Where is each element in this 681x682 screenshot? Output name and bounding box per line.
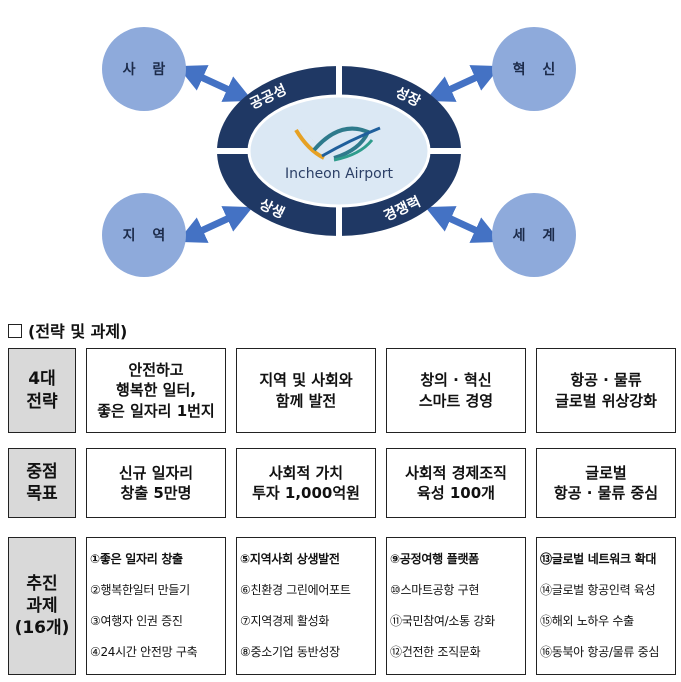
task-cell: ⑬글로벌 네트워크 확대 ⑭글로벌 항공인력 육성 ⑮해외 노하우 수출 ⑯동북… [536, 537, 676, 675]
strategies-header: 4대 전략 [8, 348, 76, 433]
center-logo-text: Incheon Airport [285, 166, 394, 182]
task-item: ⑦지역경제 활성화 [240, 614, 330, 629]
task-item: ⑥친환경 그린에어포트 [240, 583, 351, 598]
task-item: ⑬글로벌 네트워크 확대 [540, 552, 657, 567]
goal-cell: 글로벌 항공 · 물류 중심 [536, 448, 676, 518]
strategy-cell: 창의 · 혁신 스마트 경영 [386, 348, 526, 433]
task-cell: ⑤지역사회 상생발전 ⑥친환경 그린에어포트 ⑦지역경제 활성화 ⑧중소기업 동… [236, 537, 376, 675]
strategies-row: 4대 전략 안전하고 행복한 일터, 좋은 일자리 1번지 지역 및 사회와 함… [8, 348, 676, 433]
task-cell: ①좋은 일자리 창출 ②행복한일터 만들기 ③여행자 인권 증진 ④24시간 안… [86, 537, 226, 675]
outer-circle-world: 세 계 [492, 193, 576, 277]
strategy-diagram: 사 람 혁 신 지 역 세 계 Incheon Airport 공공성 성장 상… [102, 27, 576, 277]
strategy-cell: 안전하고 행복한 일터, 좋은 일자리 1번지 [86, 348, 226, 433]
task-item: ⑤지역사회 상생발전 [240, 552, 340, 567]
task-item: ①좋은 일자리 창출 [90, 552, 183, 567]
task-item: ⑫건전한 조직문화 [390, 645, 481, 660]
task-item: ⑮해외 노하우 수출 [540, 614, 634, 629]
incheon-airport-logo [294, 126, 381, 162]
task-cell: ⑨공정여행 플랫폼 ⑩스마트공항 구현 ⑪국민참여/소통 강화 ⑫건전한 조직문… [386, 537, 526, 675]
arrow-region [177, 206, 253, 243]
goal-cell: 사회적 경제조직 육성 100개 [386, 448, 526, 518]
tasks-header: 추진 과제 (16개) [8, 537, 76, 675]
task-item: ⑭글로벌 항공인력 육성 [540, 583, 656, 598]
svg-text:사 람: 사 람 [123, 62, 172, 78]
goals-header: 중점 목표 [8, 448, 76, 518]
svg-text:지 역: 지 역 [123, 227, 172, 244]
connector-arrows [177, 65, 501, 243]
goal-cell: 사회적 가치 투자 1,000억원 [236, 448, 376, 518]
strategy-cell: 항공 · 물류 글로벌 위상강화 [536, 348, 676, 433]
svg-text:세 계: 세 계 [513, 228, 562, 244]
task-item: ③여행자 인권 증진 [90, 614, 183, 629]
outer-circle-person: 사 람 [102, 27, 186, 111]
task-item: ④24시간 안전망 구축 [90, 645, 198, 660]
outer-circle-region: 지 역 [102, 193, 186, 277]
arrow-world [425, 206, 501, 243]
task-item: ⑨공정여행 플랫폼 [390, 552, 479, 567]
svg-text:혁 신: 혁 신 [513, 61, 562, 78]
task-item: ⑯동북아 항공/물류 중심 [540, 645, 660, 660]
goal-cell: 신규 일자리 창출 5만명 [86, 448, 226, 518]
square-bullet-icon [8, 324, 22, 338]
tasks-row: 추진 과제 (16개) ①좋은 일자리 창출 ②행복한일터 만들기 ③여행자 인… [8, 537, 676, 675]
task-item: ⑪국민참여/소통 강화 [390, 614, 495, 629]
center-logo-area [247, 94, 431, 208]
task-item: ②행복한일터 만들기 [90, 583, 190, 598]
task-item: ⑧중소기업 동반성장 [240, 645, 340, 660]
arrow-innovation [425, 65, 501, 102]
strategy-cell: 지역 및 사회와 함께 발전 [236, 348, 376, 433]
task-item: ⑩스마트공항 구현 [390, 583, 480, 598]
arrow-person [177, 65, 253, 102]
outer-circle-innovation: 혁 신 [492, 27, 576, 111]
goals-row: 중점 목표 신규 일자리 창출 5만명 사회적 가치 투자 1,000억원 사회… [8, 448, 676, 518]
section-title: (전략 및 과제) [8, 318, 127, 342]
